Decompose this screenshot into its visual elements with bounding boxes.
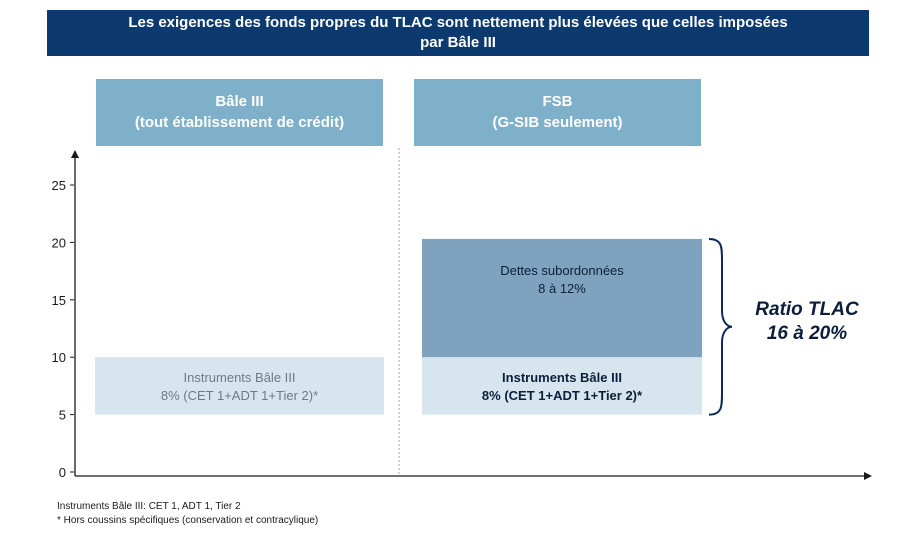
chart-title-line2: par Bâle III <box>420 34 496 51</box>
y-tick-label: 0 <box>59 465 66 480</box>
y-tick-label: 15 <box>52 293 66 308</box>
y-tick-label: 10 <box>52 350 66 365</box>
column-header-subtitle: (G-SIB seulement) <box>492 114 623 131</box>
block-label-line2: 8% (CET 1+ADT 1+Tier 2)* <box>482 388 643 403</box>
y-tick-label: 20 <box>52 235 66 250</box>
footnote-instruments: Instruments Bâle III: CET 1, ADT 1, Tier… <box>57 501 241 512</box>
footnote-coussins: * Hors coussins spécifiques (conservatio… <box>57 515 319 526</box>
block-label-line1: Dettes subordonnées <box>500 263 624 278</box>
stack-block <box>422 238 702 358</box>
y-tick-label: 5 <box>59 408 66 423</box>
chart-title: Les exigences des fonds propres du TLAC … <box>47 10 869 56</box>
block-label-line1: Instruments Bâle III <box>502 370 622 385</box>
block-label-line2: 8 à 12% <box>538 281 586 296</box>
column-header-bale-iii: Bâle III (tout établissement de crédit) <box>96 79 383 146</box>
chart-title-line1: Les exigences des fonds propres du TLAC … <box>128 14 788 31</box>
block-label-line2: 8% (CET 1+ADT 1+Tier 2)* <box>161 388 318 403</box>
stack-block <box>422 357 702 415</box>
stack-block <box>95 357 384 415</box>
column-header-fsb: FSB (G-SIB seulement) <box>414 79 701 146</box>
column-header-subtitle: (tout établissement de crédit) <box>134 114 345 131</box>
y-tick-label: 25 <box>52 178 66 193</box>
ratio-label-line1: Ratio TLAC <box>755 299 859 320</box>
column-header-title: Bâle III <box>215 93 264 110</box>
column-header-title: FSB <box>542 93 573 110</box>
y-axis-arrow <box>71 150 79 158</box>
ratio-tlac-label: Ratio TLAC 16 à 20% <box>742 298 872 346</box>
brace-icon <box>708 237 733 416</box>
ratio-label-line2: 16 à 20% <box>766 323 848 344</box>
block-label-line1: Instruments Bâle III <box>184 370 296 385</box>
x-axis-arrow <box>864 472 872 480</box>
